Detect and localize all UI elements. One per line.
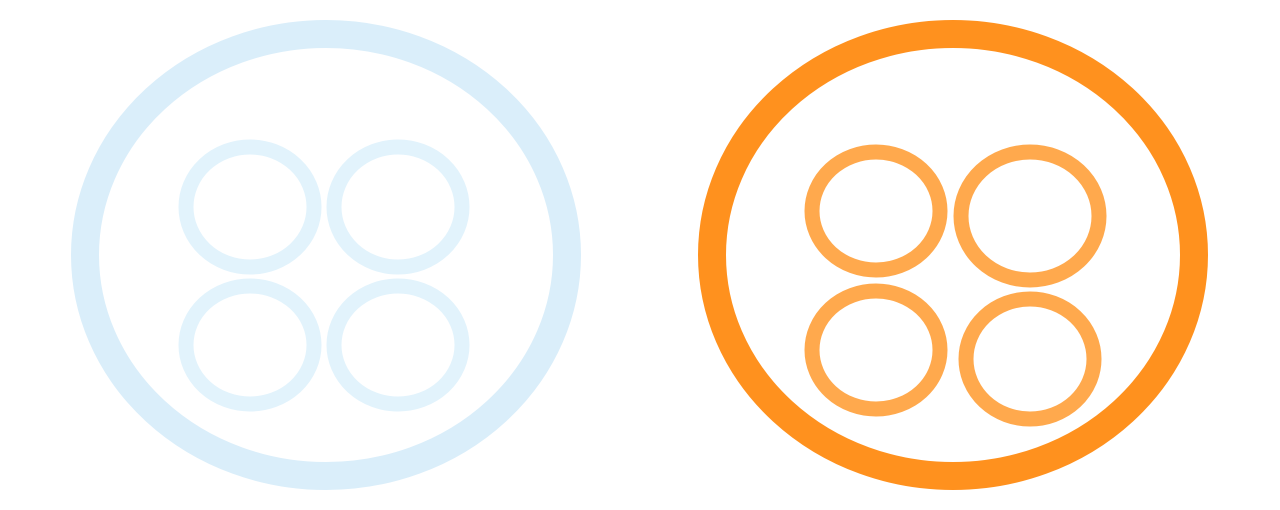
four-ring-icon-active[interactable]: [698, 20, 1208, 490]
inner-ring-bottom-left: [178, 278, 322, 412]
outer-ring: [71, 20, 581, 490]
inner-ring-top-left: [178, 139, 322, 275]
inner-ring-bottom-right: [958, 291, 1102, 427]
inner-ring-top-right: [326, 139, 470, 275]
inner-ring-top-right: [953, 144, 1107, 288]
inner-ring-bottom-right: [326, 278, 470, 412]
inner-ring-bottom-left: [804, 283, 948, 417]
four-ring-icon-inactive[interactable]: [71, 20, 581, 490]
inner-ring-top-left: [804, 144, 948, 278]
outer-ring: [698, 20, 1208, 490]
